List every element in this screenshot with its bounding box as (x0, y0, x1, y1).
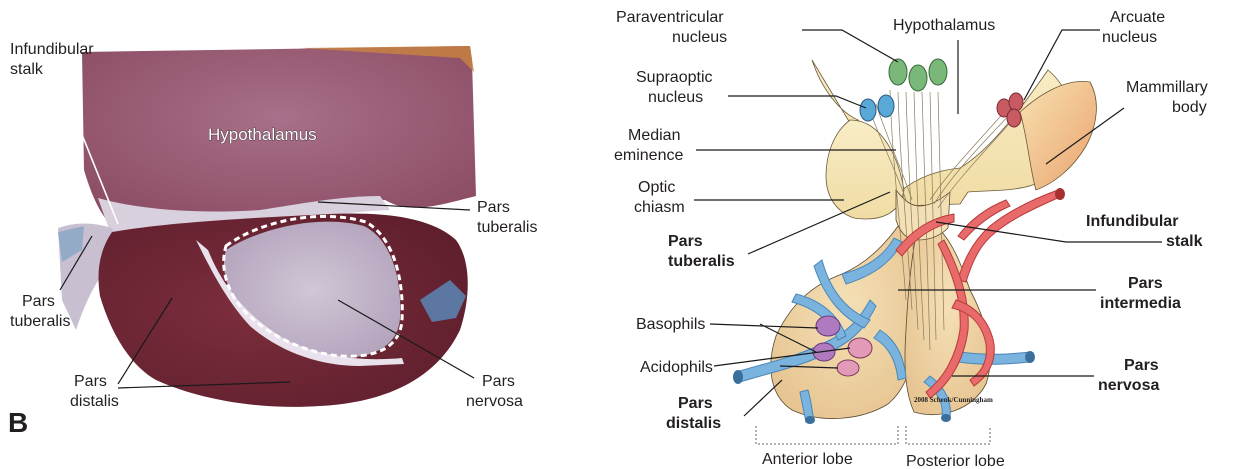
histology-pars-tuberalis-left-label: Pars tuberalis (10, 293, 70, 330)
schematic-mammillary-body-label: Mammillary body (1126, 79, 1212, 116)
schematic-arcuate-nucleus-label: Arcuate nucleus (1102, 9, 1170, 46)
schematic-vein-end-right (1025, 351, 1035, 363)
schematic-median-eminence-label: Median eminence (614, 127, 685, 164)
schematic-pars-intermedia-label: Pars intermedia (1100, 275, 1181, 312)
schematic-pars-nervosa-label: Pars nervosa (1098, 357, 1163, 394)
schematic-pars-tuberalis-label: Pars tuberalis (668, 233, 735, 270)
pars-distalis-leader (744, 380, 782, 416)
anterior-lobe-label: Anterior lobe (762, 451, 853, 468)
schematic-vein-end-bottom2 (941, 414, 951, 422)
schematic-vein-end-bottom (805, 416, 815, 424)
histology-panel (58, 46, 476, 407)
schematic-acidophils-label: Acidophils (640, 359, 713, 376)
posterior-lobe-label: Posterior lobe (906, 453, 1005, 469)
histology-pars-distalis-label: Pars distalis (70, 373, 119, 410)
schematic-paraventricular-nucleus-label: Paraventricular nucleus (616, 9, 728, 46)
histology-hypothalamus-label: Hypothalamus (208, 125, 317, 144)
posterior-lobe-bracket (906, 426, 990, 444)
panel-letter: B (8, 407, 28, 438)
schematic-credit: 2008 Schenk/Cunningham (914, 396, 993, 404)
schematic-paraventricular-nuclei (889, 59, 947, 91)
pars-tuberalis-leader (748, 192, 890, 254)
schematic-supraoptic-nucleus-label: Supraoptic nucleus (636, 69, 717, 106)
paraventricular-leader (802, 30, 898, 62)
schematic-artery-end-right (1055, 188, 1065, 200)
histology-pars-tuberalis-right-label: Pars tuberalis (477, 199, 537, 236)
histology-pars-nervosa-label: Pars nervosa (466, 373, 523, 410)
schematic-hypothalamus-label: Hypothalamus (893, 17, 995, 34)
schematic-arcuate-nuclei (997, 93, 1023, 127)
schematic-vein-end-left (733, 370, 743, 384)
schematic-optic-chiasm-label: Optic chiasm (634, 179, 685, 216)
anterior-lobe-bracket (756, 426, 898, 444)
supraoptic-leader (728, 96, 866, 108)
schematic-infundibular-stalk-label: Infundibular stalk (1086, 213, 1203, 250)
schematic-pars-distalis-label: Pars distalis (666, 395, 721, 432)
schematic-basophils-label: Basophils (636, 316, 705, 333)
schematic-panel (733, 59, 1096, 444)
